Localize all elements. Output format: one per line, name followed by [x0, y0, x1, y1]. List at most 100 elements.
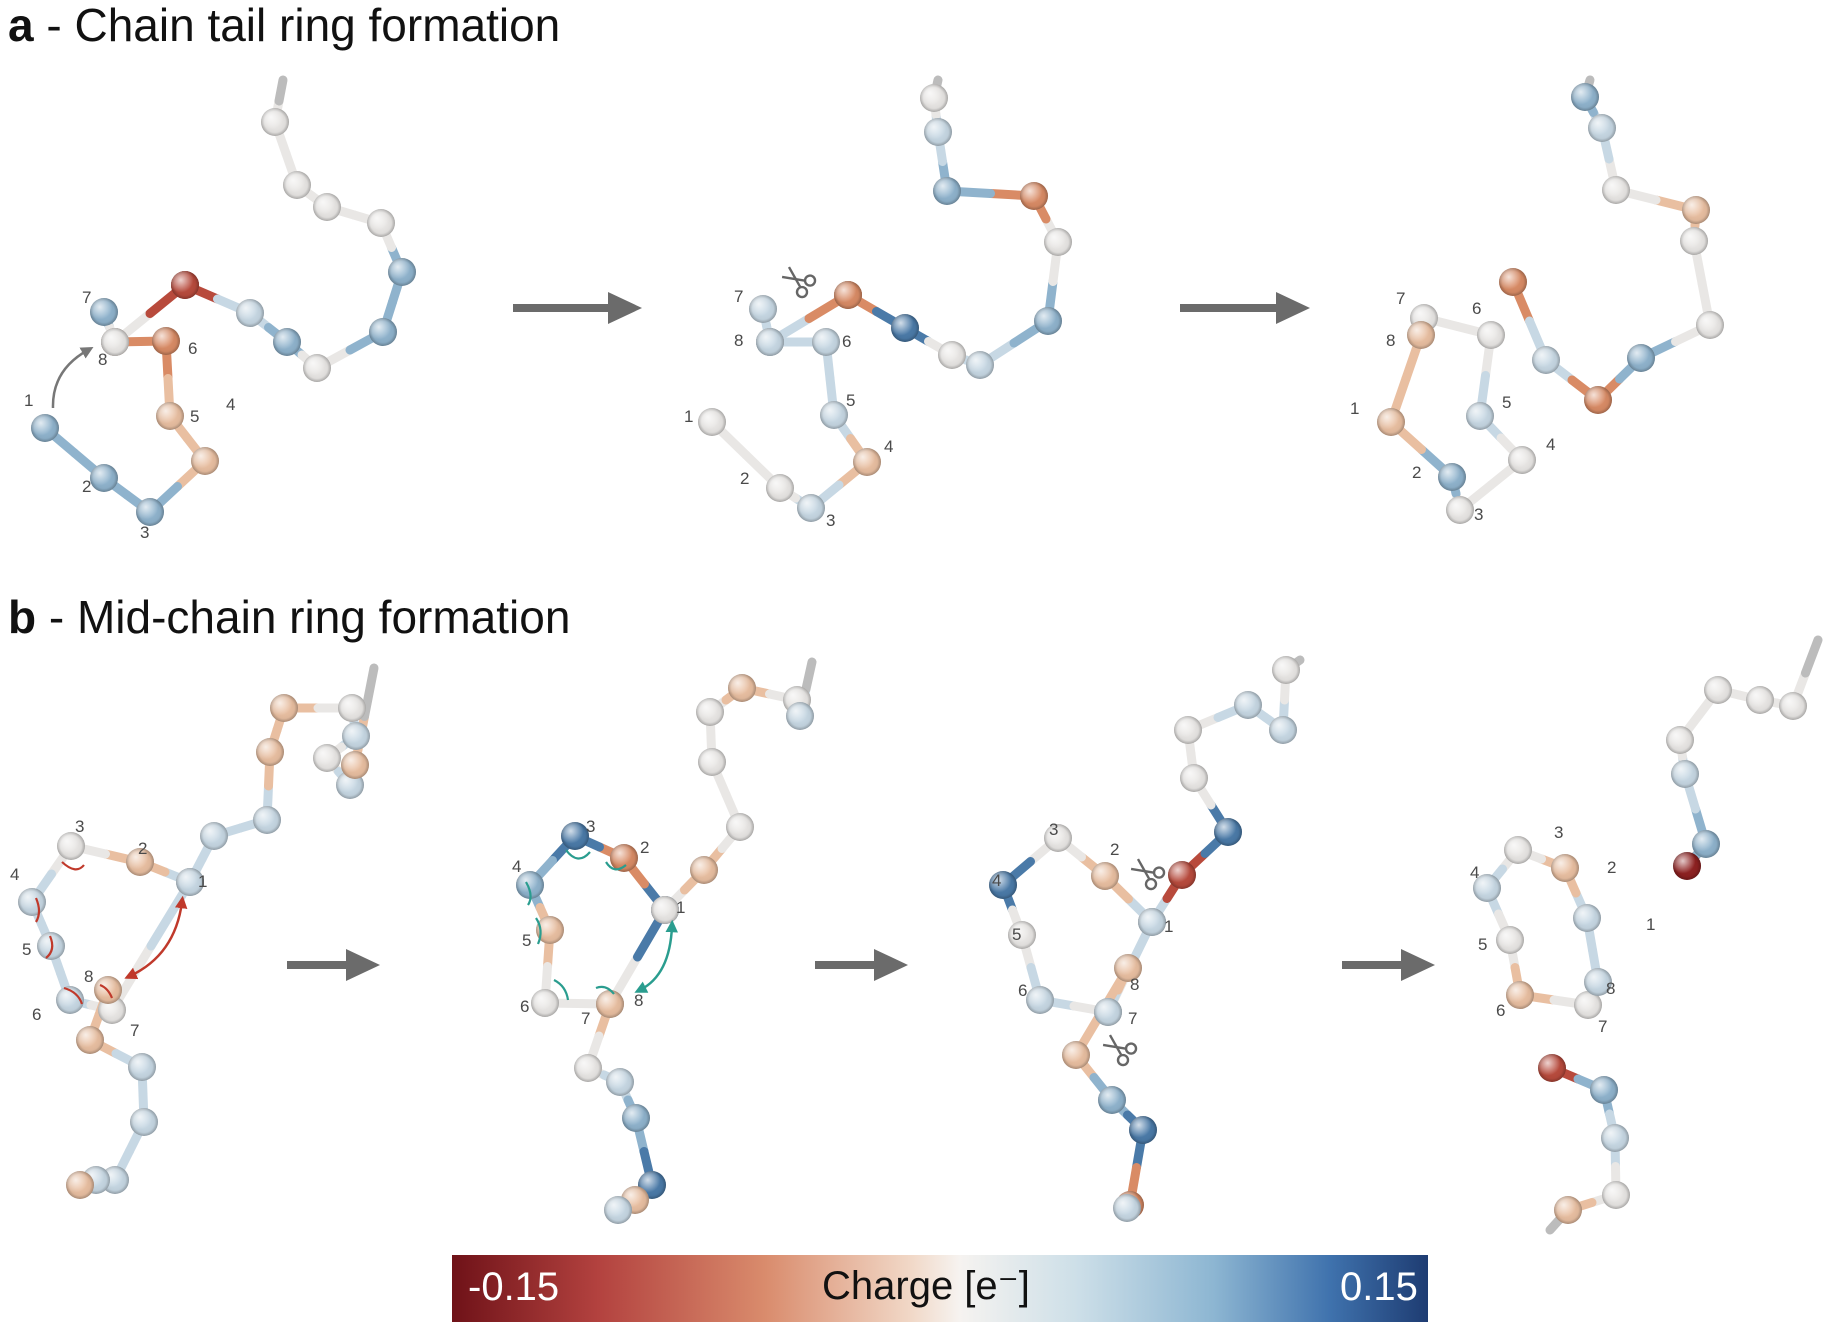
attack-arrow-b2 — [634, 919, 678, 993]
atom-number-label: 2 — [82, 477, 91, 496]
atom — [90, 298, 118, 326]
atom — [1532, 346, 1560, 374]
atom — [1180, 764, 1208, 792]
atom — [176, 868, 204, 896]
atom-number-label: 5 — [190, 407, 199, 426]
atom — [1098, 1086, 1126, 1114]
atom-number-label: 7 — [1598, 1017, 1607, 1036]
atom — [516, 871, 544, 899]
atom-number-label: 8 — [98, 350, 107, 369]
atom — [101, 328, 129, 356]
atom-number-label: 7 — [82, 288, 91, 307]
atom — [728, 674, 756, 702]
atom — [1601, 1124, 1629, 1152]
charge-colorbar — [452, 1255, 1428, 1322]
atom — [1627, 344, 1655, 372]
atom — [90, 464, 118, 492]
atom — [610, 844, 638, 872]
atom — [37, 932, 65, 960]
atom — [1682, 196, 1710, 224]
atom — [933, 177, 961, 205]
atom — [696, 698, 724, 726]
atom-number-label: 8 — [734, 331, 743, 350]
atoms — [18, 83, 1807, 1224]
atom — [253, 806, 281, 834]
atom-number-label: 6 — [520, 997, 529, 1016]
atom-number-label: 4 — [1470, 863, 1479, 882]
atom — [1129, 1116, 1157, 1144]
atom — [1062, 1041, 1090, 1069]
atom — [1008, 921, 1036, 949]
atom-number-label: 3 — [75, 817, 84, 836]
panel-a-letter: a — [8, 0, 34, 51]
atom-number-label: 8 — [1130, 975, 1139, 994]
reaction-arrow-icon — [513, 292, 642, 324]
atom — [1044, 228, 1072, 256]
atom — [1473, 874, 1501, 902]
atom — [273, 328, 301, 356]
atom — [1584, 386, 1612, 414]
atom — [891, 314, 919, 342]
atom — [966, 351, 994, 379]
atom — [1574, 991, 1602, 1019]
atom — [1438, 463, 1466, 491]
atom-number-label: 4 — [512, 857, 521, 876]
atom — [171, 271, 199, 299]
panel-a-title: a - Chain tail ring formation — [8, 0, 560, 52]
attack-arrow-a1 — [51, 346, 94, 409]
atom — [261, 108, 289, 136]
atom-number-label: 2 — [640, 838, 649, 857]
bond — [274, 75, 288, 106]
bond — [1801, 635, 1823, 678]
atom — [1034, 307, 1062, 335]
atom-number-label: 6 — [842, 332, 851, 351]
reaction-arrow-icon — [1180, 292, 1310, 324]
atom-number-label: 4 — [884, 437, 893, 456]
atom — [1234, 691, 1262, 719]
atom — [1499, 268, 1527, 296]
atom — [56, 986, 84, 1014]
reaction-arrow-icon — [287, 949, 380, 981]
colorbar-min-label: -0.15 — [468, 1265, 560, 1309]
colorbar-title: Charge [e⁻] — [822, 1264, 1030, 1308]
scissors-icon — [781, 266, 817, 299]
atom-number-label: 2 — [1412, 463, 1421, 482]
atom — [130, 1108, 158, 1136]
atom — [341, 751, 369, 779]
atom — [938, 341, 966, 369]
scissors-icon — [1130, 858, 1166, 891]
atom — [1779, 692, 1807, 720]
atom — [270, 694, 298, 722]
atom — [283, 171, 311, 199]
atom-number-label: 3 — [1554, 823, 1563, 842]
atom — [1588, 114, 1616, 142]
atom-number-label: 3 — [826, 511, 835, 530]
atom — [604, 1196, 632, 1224]
bond — [801, 657, 817, 694]
atom-number-label: 1 — [684, 407, 693, 426]
atom-number-label: 4 — [992, 871, 1001, 890]
atom-number-label: 5 — [522, 931, 531, 950]
atom — [1168, 861, 1196, 889]
atom — [749, 295, 777, 323]
atom — [834, 281, 862, 309]
panel-b-letter: b — [8, 591, 37, 643]
atom-number-label: 5 — [22, 940, 31, 959]
atom-number-label: 1 — [676, 898, 685, 917]
atom — [1673, 852, 1701, 880]
atom — [1538, 1054, 1566, 1082]
atom-number-label: 1 — [1164, 917, 1173, 936]
atom — [369, 318, 397, 346]
bond — [1545, 1215, 1564, 1235]
panel-b-text: - Mid-chain ring formation — [36, 591, 571, 643]
atom-number-label: 7 — [130, 1021, 139, 1040]
bond — [360, 663, 379, 721]
angle-arcs-red — [34, 861, 114, 1005]
atom-number-label: 3 — [1474, 505, 1483, 524]
atom — [303, 354, 331, 382]
atom — [651, 896, 679, 924]
atom — [1571, 83, 1599, 111]
atom — [536, 916, 564, 944]
atom — [1573, 904, 1601, 932]
